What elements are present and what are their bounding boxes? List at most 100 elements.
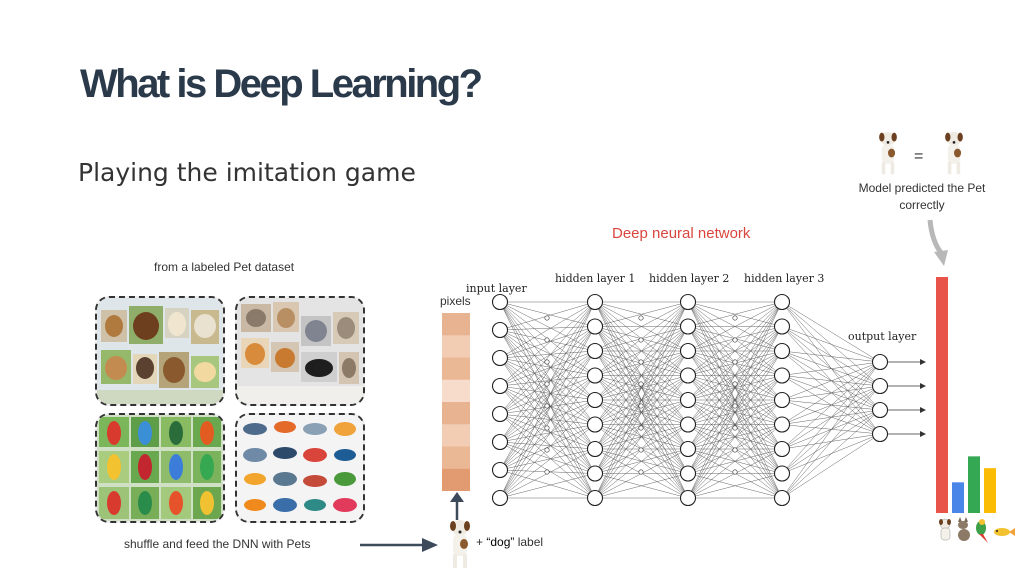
output-node: [871, 425, 889, 443]
output-arrow-head: [920, 359, 926, 365]
mid-node: [732, 469, 738, 475]
hidden-layer-2-label: hidden layer 2: [649, 272, 730, 285]
connection: [499, 301, 596, 352]
pixel-cell: [442, 335, 470, 358]
dataset-fish-image: [235, 413, 365, 523]
input-layer-label: input layer: [466, 282, 527, 295]
connection: [781, 399, 881, 411]
hidden-node: [679, 391, 697, 409]
connection: [687, 301, 783, 499]
mid-node: [544, 425, 550, 431]
class-icons: [939, 517, 1015, 543]
hidden-node: [679, 440, 697, 458]
feed-caption: shuffle and feed the DNN with Pets: [124, 537, 311, 551]
hidden-node: [586, 465, 604, 482]
connection: [687, 473, 783, 499]
connection: [594, 301, 689, 450]
up-arrow: [450, 492, 464, 520]
hidden-node: [773, 440, 791, 458]
output-layer-label: output layer: [848, 330, 917, 343]
mid-node: [638, 315, 644, 321]
hidden-node: [679, 342, 697, 360]
connection: [594, 301, 689, 401]
connection: [499, 301, 596, 401]
mid-node: [544, 447, 550, 453]
output-node: [871, 401, 889, 419]
hidden-node: [773, 293, 791, 311]
hidden-node: [773, 391, 791, 409]
connection: [499, 357, 596, 401]
input-node: [491, 349, 509, 367]
hidden-node: [586, 342, 604, 360]
connection: [499, 413, 596, 474]
input-dog-image: [450, 520, 470, 568]
label-prefix: +: [476, 535, 487, 549]
pixel-cell: [442, 402, 470, 425]
connection: [594, 301, 689, 352]
equals-sign: =: [914, 148, 924, 165]
input-node: [491, 489, 509, 507]
connection: [594, 326, 689, 499]
connection: [499, 301, 596, 415]
connection: [499, 329, 596, 401]
connection: [499, 473, 596, 499]
mid-node: [638, 337, 644, 343]
true-dog-image: [945, 131, 963, 175]
output-bar-chart: [936, 277, 996, 513]
hidden-node: [773, 318, 791, 335]
parrot-class-icon: [976, 519, 988, 543]
output-arrow-head: [920, 431, 926, 437]
mid-node: [544, 469, 550, 475]
connection: [499, 329, 596, 499]
connection: [687, 301, 783, 450]
connection: [687, 301, 783, 352]
hidden-layer-1-label: hidden layer 1: [555, 272, 636, 285]
connection: [594, 301, 689, 327]
mid-node: [732, 337, 738, 343]
connection: [499, 326, 596, 331]
connection: [781, 375, 881, 435]
dataset-parrots-image: [95, 413, 225, 523]
connection: [499, 385, 596, 401]
connection: [499, 375, 596, 443]
output-arrow-head: [920, 383, 926, 389]
hidden-node: [773, 416, 791, 433]
input-node: [491, 293, 509, 311]
pixel-strip: [442, 313, 470, 491]
connection: [499, 424, 596, 499]
parrot-bar: [968, 456, 980, 513]
connection: [687, 301, 783, 401]
feed-arrow: [360, 538, 438, 552]
cat-class-icon: [958, 517, 970, 541]
hidden-node: [679, 367, 697, 384]
connection: [499, 441, 596, 450]
pixel-cell: [442, 446, 470, 470]
slide-subtitle: Playing the imitation game: [78, 158, 416, 187]
dog-label-text: + “dog” label: [476, 535, 543, 549]
output-node: [871, 353, 889, 371]
connection: [594, 424, 689, 499]
pixels-label: pixels: [440, 294, 471, 308]
connection: [499, 301, 596, 359]
hidden-node: [773, 465, 791, 482]
mid-node: [638, 447, 644, 453]
hidden-node: [586, 293, 604, 311]
input-node: [491, 405, 509, 423]
connection: [499, 350, 596, 443]
dog-bar: [936, 277, 948, 513]
connection: [594, 375, 689, 499]
connection: [781, 433, 881, 499]
connection: [781, 361, 881, 376]
mid-node: [638, 469, 644, 475]
fish-class-icon: [994, 528, 1015, 536]
connection: [781, 361, 881, 401]
cat-bar: [952, 482, 964, 513]
mid-node: [732, 403, 738, 409]
predicted-dog-image: [879, 131, 897, 175]
connection: [781, 375, 881, 387]
connection: [499, 357, 596, 450]
mid-node: [638, 381, 644, 387]
connection: [781, 361, 881, 425]
prediction-text: Model predicted the Pet correctly: [858, 181, 986, 212]
mid-node: [544, 359, 550, 365]
